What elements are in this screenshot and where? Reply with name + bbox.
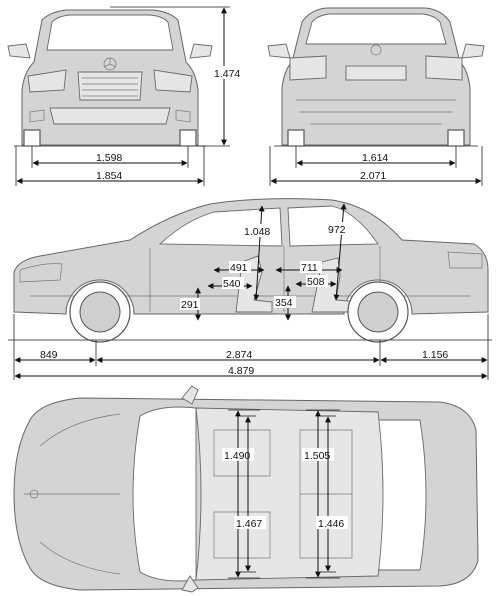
mirror-rear-right bbox=[461, 43, 485, 59]
front-elbow-width-label: 1.467 bbox=[236, 518, 262, 530]
front-width-label: 1.854 bbox=[96, 170, 122, 182]
mirror-top-right bbox=[181, 575, 199, 593]
front-grille bbox=[77, 71, 143, 101]
rear-window bbox=[305, 13, 447, 45]
mirror-top-left bbox=[181, 385, 199, 405]
taillight-right bbox=[425, 55, 463, 81]
rear-shoulder-width-label: 1.505 bbox=[304, 450, 330, 462]
top-view: 1.490 1.467 1.505 1.446 bbox=[13, 385, 479, 593]
top-windshield bbox=[132, 406, 197, 582]
mirror-left bbox=[7, 43, 31, 59]
top-roof bbox=[195, 407, 384, 581]
rear-headroom-label: 972 bbox=[328, 224, 346, 236]
front-tire-right bbox=[179, 129, 197, 147]
front-height-label: 1.474 bbox=[214, 68, 240, 80]
front-view: 1.474 1.598 1.854 bbox=[7, 6, 240, 186]
rear-star-emblem bbox=[370, 44, 382, 56]
rear-elbow-width-label: 1.446 bbox=[318, 518, 344, 530]
rear-tire-left bbox=[287, 129, 305, 147]
front-seat-depth-label: 491 bbox=[230, 262, 248, 274]
front-track-label: 1.598 bbox=[96, 152, 122, 164]
side-body bbox=[13, 198, 489, 315]
front-headroom-label: 1.048 bbox=[244, 226, 270, 238]
rear-seat-depth-label: 508 bbox=[307, 276, 325, 288]
mirror-rear-left bbox=[267, 43, 291, 59]
mirror-right bbox=[189, 43, 213, 59]
front-shoulder-width-label: 1.490 bbox=[224, 450, 250, 462]
front-tire-left bbox=[23, 129, 41, 147]
wheelbase-label: 2.874 bbox=[226, 349, 252, 361]
rear-kneeroom-label: 711 bbox=[301, 262, 318, 274]
rear-width-label: 2.071 bbox=[360, 170, 386, 182]
front-overhang-label: 849 bbox=[40, 349, 58, 361]
taillight-left bbox=[289, 55, 327, 81]
license-plate bbox=[345, 65, 407, 81]
lower-intake bbox=[49, 107, 171, 125]
front-seat-height-label: 291 bbox=[181, 299, 199, 311]
rear-tire-right bbox=[447, 129, 465, 147]
rear-view: 1.614 2.071 bbox=[267, 7, 485, 186]
rear-overhang-label: 1.156 bbox=[422, 349, 448, 361]
headlight-right bbox=[153, 69, 193, 93]
overall-length-label: 4.879 bbox=[228, 365, 254, 377]
top-star-emblem bbox=[29, 489, 39, 499]
rear-track-label: 1.614 bbox=[362, 152, 388, 164]
side-view: 1.048 972 491 540 711 508 291 354 849 2.… bbox=[8, 198, 492, 380]
front-windshield bbox=[46, 14, 174, 51]
headlight-left bbox=[27, 69, 67, 93]
rear-seat-height-label: 354 bbox=[275, 297, 293, 309]
front-legroom-label: 540 bbox=[223, 278, 241, 290]
top-rear-window bbox=[377, 419, 427, 571]
